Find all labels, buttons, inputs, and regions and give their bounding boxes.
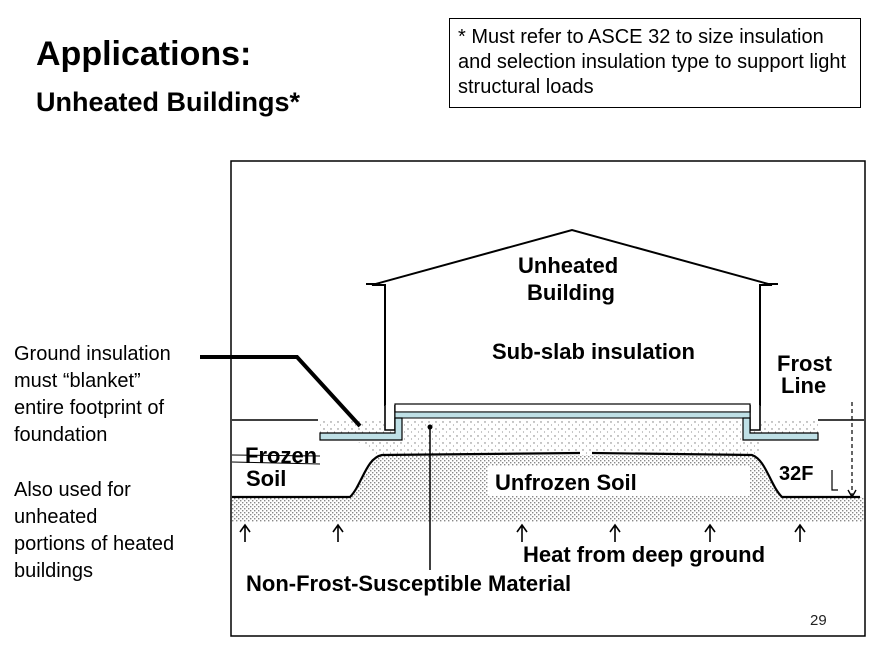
sub-slab-insulation xyxy=(394,411,751,419)
frozen-soil-contour xyxy=(231,454,321,465)
frozen-soil-label-line2: Soil xyxy=(246,466,286,491)
non-frost-material-layer xyxy=(232,497,864,522)
fill-under-slab xyxy=(318,420,818,455)
ground-insulation-callout: Ground insulation must “blanket” entire … xyxy=(14,343,171,446)
foundation-wall-right xyxy=(749,405,761,431)
sub-slab-insulation-label: Sub-slab insulation xyxy=(492,339,695,364)
heat-arrow xyxy=(332,523,344,542)
floor-slab xyxy=(394,403,751,413)
slide-title: Applications: xyxy=(36,35,252,73)
also-used-text: Also used for unheated portions of heate… xyxy=(14,479,175,582)
heat-arrows xyxy=(239,523,806,542)
callout-leader-line xyxy=(200,355,362,428)
building-label-line2: Building xyxy=(527,280,615,305)
asce-note-box: * Must refer to ASCE 32 to size insulati… xyxy=(449,18,861,108)
building-label-line1: Unheated xyxy=(518,253,618,278)
foundation-wall-left xyxy=(384,405,396,431)
wing-insulation-left xyxy=(319,417,403,441)
building-outline xyxy=(371,228,773,406)
wing-insulation-right xyxy=(742,417,819,441)
temperature-label: 32F xyxy=(779,463,813,485)
heat-arrow xyxy=(704,523,716,542)
frost-line-arrow xyxy=(847,489,857,499)
heat-arrow xyxy=(794,523,806,542)
frost-depth-boundary xyxy=(232,451,860,499)
frost-line-tick xyxy=(831,470,838,491)
frost-line-label-line1: Frost xyxy=(777,351,833,376)
heat-arrow xyxy=(609,523,621,542)
slide-subtitle: Unheated Buildings* xyxy=(36,87,301,117)
frozen-soil-label-line1: Frozen xyxy=(245,443,317,468)
material-label: Non-Frost-Susceptible Material xyxy=(246,571,571,596)
page-number: 29 xyxy=(810,612,827,629)
material-pointer-dot xyxy=(427,424,433,430)
unfrozen-soil-label-bg xyxy=(488,466,750,496)
heat-arrow xyxy=(239,523,251,542)
heat-label: Heat from deep ground xyxy=(523,542,765,567)
heat-arrow xyxy=(516,523,528,542)
frost-line-label-line2: Line xyxy=(781,373,826,398)
unfrozen-soil-label: Unfrozen Soil xyxy=(495,470,637,495)
